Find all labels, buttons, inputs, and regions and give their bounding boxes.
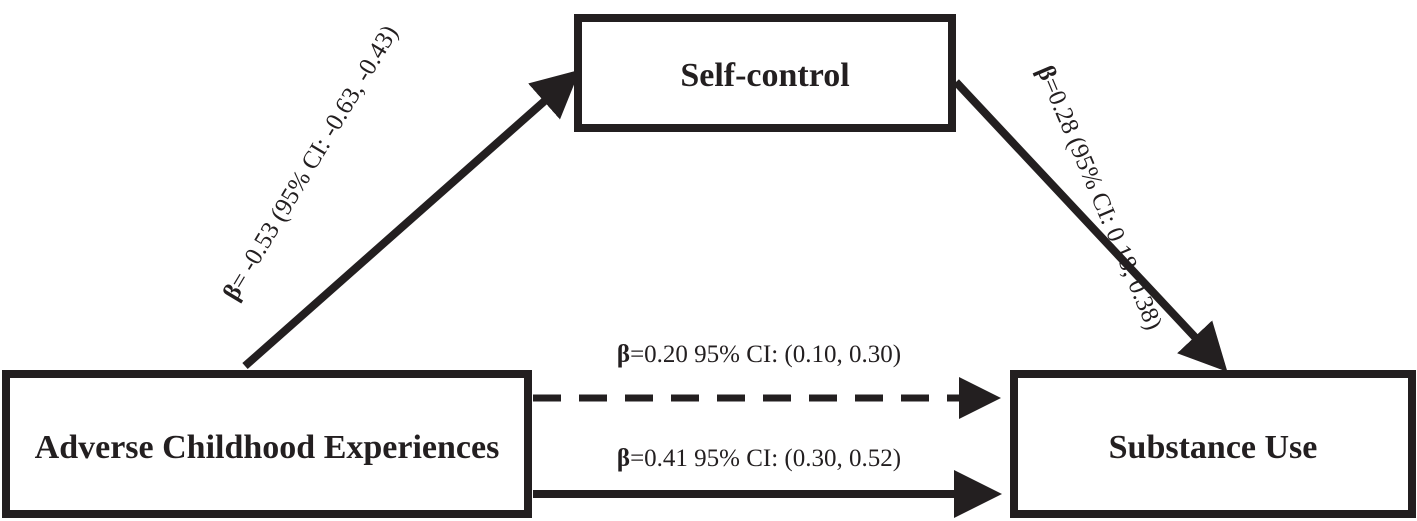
mediator-label: Self-control bbox=[680, 57, 849, 94]
path-a-arrow bbox=[242, 69, 580, 369]
predictor-label: Adverse Childhood Experiences bbox=[35, 429, 500, 466]
path-b-label: β=0.28 (95% CI: 0.18, 0.38) bbox=[1031, 62, 1167, 334]
path-a-label: β= -0.53 (95% CI: -0.63, -0.43) bbox=[218, 21, 404, 305]
predictor-node: Adverse Childhood Experiences bbox=[2, 370, 532, 518]
outcome-node: Substance Use bbox=[1010, 370, 1416, 518]
path-direct-value: =0.20 95% CI: (0.10, 0.30) bbox=[630, 341, 901, 368]
path-total-label: β=0.41 95% CI: (0.30, 0.52) bbox=[617, 445, 901, 472]
path-b-arrow bbox=[953, 79, 1228, 372]
path-total-beta: β bbox=[617, 445, 630, 472]
path-direct-label: β=0.20 95% CI: (0.10, 0.30) bbox=[617, 341, 901, 368]
mediator-node: Self-control bbox=[574, 14, 956, 132]
path-direct-beta: β bbox=[617, 341, 630, 368]
path-total-value: =0.41 95% CI: (0.30, 0.52) bbox=[630, 445, 901, 472]
outcome-label: Substance Use bbox=[1109, 429, 1318, 466]
path-b-value: =0.28 (95% CI: 0.18, 0.38) bbox=[1037, 74, 1168, 334]
